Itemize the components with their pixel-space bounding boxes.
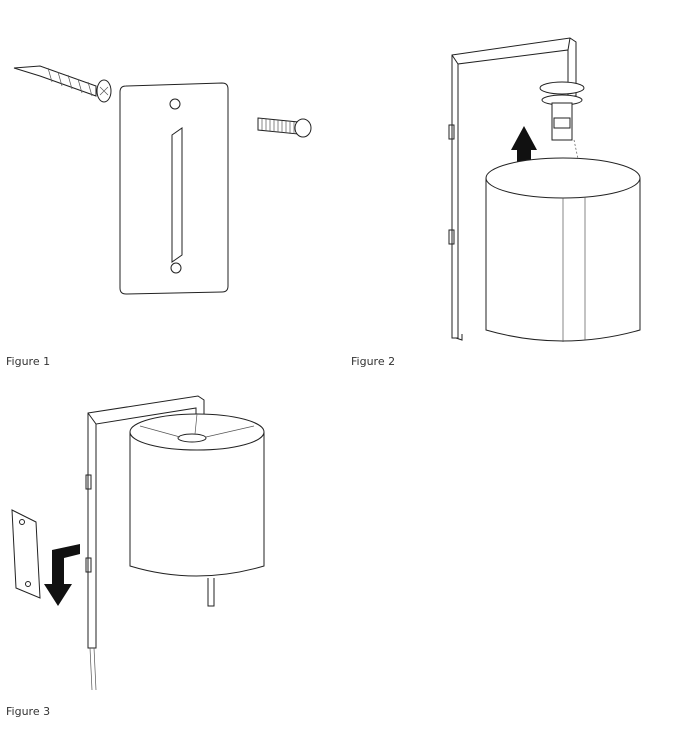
lamp-arm (448, 37, 577, 341)
figure-2-drawing (448, 37, 641, 342)
wall-bracket-plate (119, 82, 229, 295)
figure-2-caption: Figure 2 (351, 355, 396, 368)
lamp-shade-installed (129, 413, 265, 607)
figure-3-drawing (11, 395, 265, 691)
figure-3-caption: Figure 3 (6, 705, 51, 718)
lamp-shade (485, 157, 641, 342)
down-arrow (44, 544, 80, 606)
wall-anchor-screw (13, 65, 112, 103)
machine-screw (257, 117, 312, 138)
socket-and-washers (539, 81, 587, 197)
wall-plate-small (11, 509, 41, 599)
figure-1-drawing (13, 65, 312, 295)
figure-1-caption: Figure 1 (6, 355, 51, 368)
